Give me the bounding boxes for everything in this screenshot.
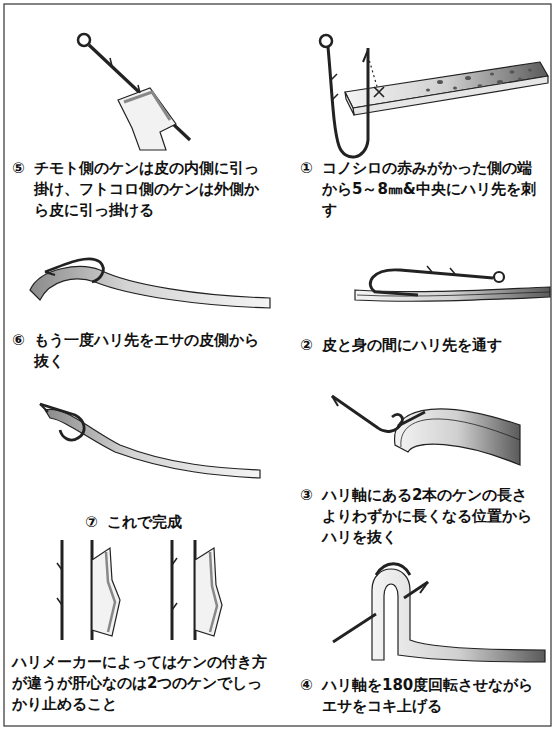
hook: [370, 270, 493, 295]
hook-bend: [376, 564, 410, 575]
step-number: ③: [300, 485, 313, 506]
step-number: ②: [300, 335, 313, 356]
hook-ken: [110, 58, 140, 93]
pierce-mark: [374, 87, 384, 97]
note-text: ハリメーカーによってはケンの付き方が違うが肝心なのは2つのケンでしっかり止めるこ…: [12, 652, 270, 715]
step-caption: ハリ軸を180度回転させながらエサをコキ上げる: [322, 675, 537, 717]
step-caption: コノシロの赤みがかった側の端から5～8㎜&中央にハリ先を刺す: [322, 158, 537, 221]
step7-figure: [40, 404, 260, 478]
bait-end: [345, 92, 354, 115]
step-number: ④: [300, 675, 313, 696]
ken-variants: [57, 540, 222, 640]
step-number: ⑦: [85, 512, 98, 533]
step5-figure: [78, 34, 190, 150]
skin-line: [401, 419, 520, 447]
step-caption: これで完成: [107, 512, 267, 533]
skin-edge: [106, 552, 217, 632]
step-number: ⑥: [12, 330, 25, 351]
skin-edge: [124, 92, 170, 120]
bait-strip: [395, 409, 520, 465]
hook-shank: [62, 540, 195, 640]
hook-point: [404, 582, 428, 598]
hook-barb: [363, 50, 368, 62]
bait-strip: [45, 409, 260, 478]
bait-strip: [355, 287, 550, 301]
bait-side: [353, 76, 548, 115]
hook-barb: [40, 404, 48, 412]
hook-barb: [420, 582, 428, 593]
hook-eye: [320, 35, 332, 47]
step-caption: もう一度ハリ先をエサの皮側から抜く: [34, 330, 269, 372]
hook-ken: [427, 266, 455, 274]
hook-shank: [333, 614, 376, 642]
step2-figure: [355, 266, 550, 301]
hook-eye: [78, 34, 90, 46]
hook-barb: [332, 396, 338, 406]
hook-barb: [45, 272, 55, 275]
hook-ken: [331, 74, 338, 100]
step6-figure: [30, 259, 270, 308]
skin-spots: [426, 69, 532, 92]
bait-piece: [195, 548, 222, 636]
hook: [45, 259, 103, 282]
step-number: ①: [300, 158, 313, 179]
step1-figure: [320, 35, 548, 157]
hook: [40, 404, 84, 440]
hook-eye: [494, 272, 504, 282]
step-caption: ハリ軸にある2本のケンの長さよりわずかに長くなる位置からハリを抜く: [322, 485, 537, 548]
frame-border: [4, 4, 551, 726]
hook-shank: [398, 412, 425, 426]
hook: [328, 47, 368, 157]
step-caption: チモト側のケンは皮の内側に引っ掛け、フトコロ側のケンは外側から皮に引っ掛ける: [34, 158, 269, 221]
step3-figure: [332, 396, 520, 465]
step4-figure: [333, 564, 545, 662]
bait-strip: [372, 569, 545, 662]
bait-piece: [118, 88, 176, 150]
step-number: ⑤: [12, 158, 25, 179]
bait-strip: [30, 267, 270, 308]
step-caption: 皮と身の間にハリ先を通す: [322, 335, 537, 356]
hook: [332, 396, 402, 431]
